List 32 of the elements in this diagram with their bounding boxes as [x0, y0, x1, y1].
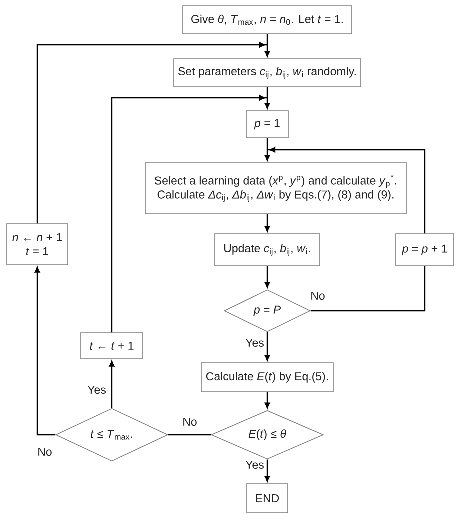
arrow [264, 460, 270, 482]
process-box: n ← n + 1 t = 1 [6, 224, 68, 266]
connector-line [168, 434, 212, 436]
process-box: Select a learning data (x$^{p}$, y$^{p}$) and calculate y$_{p}$$^{*}$. Calculate Δc$_{ij}$, Δb$_{ij}$, Δw$_{i}$ by Eqs.(7), (8) and (9). [145, 162, 407, 214]
connector-line [266, 87, 268, 98]
process-box: t ← t + 1 [80, 332, 144, 360]
edge-label: No [182, 417, 198, 428]
arrow [264, 392, 270, 409]
edge-label: Yes [244, 338, 266, 348]
process-box: Update c$_{ij}$, b$_{ij}$, w$_{i}$. [214, 234, 320, 266]
process-box: Set parameters c$_{ij}$, b$_{ij}$, w$_{i}$ randomly. [174, 58, 362, 88]
arrow [264, 45, 270, 58]
edge-label: Yes [86, 385, 108, 396]
edge-label: Yes [244, 460, 266, 470]
arrow [109, 360, 115, 408]
arrow [264, 266, 270, 288]
arrow [34, 266, 56, 436]
start-box: Give θ, T$_{max}$, n = n$_{0}$. Let t = 1. [182, 6, 352, 34]
connector-line [310, 266, 426, 312]
end-box: END [246, 484, 288, 514]
connector-line [266, 138, 268, 150]
process-box: p = 1 [246, 110, 289, 138]
connector-line [266, 34, 268, 45]
edge-label: No [310, 291, 326, 302]
arrow [268, 147, 426, 234]
arrow [36, 42, 268, 224]
arrow [264, 332, 270, 362]
process-box: Calculate E(t) by Eq.(5). [201, 362, 334, 392]
arrow [264, 150, 270, 162]
process-box: p = p + 1 [396, 234, 454, 266]
edge-label: No [36, 447, 54, 458]
arrow [264, 214, 270, 232]
